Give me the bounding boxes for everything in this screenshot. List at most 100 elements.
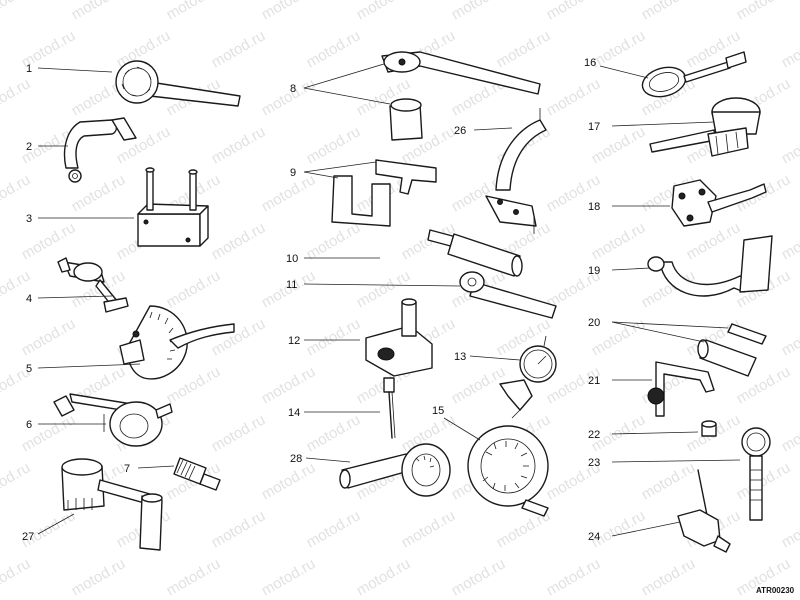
label-10: 10 (286, 253, 298, 265)
watermark-text: motod.ru (209, 411, 269, 455)
label-26: 26 (454, 125, 466, 137)
watermark-text: motod.ru (779, 27, 800, 71)
watermark-text: motod.ru (19, 507, 79, 551)
leader-line (37, 295, 113, 299)
watermark-text: motod.ru (779, 411, 800, 455)
watermark-text: motod.ru (19, 411, 79, 455)
leader-line (137, 465, 175, 469)
label-20: 20 (588, 317, 600, 329)
watermark-text: motod.ru (19, 315, 79, 359)
label-16: 16 (584, 57, 596, 69)
label-11: 11 (286, 279, 297, 291)
watermark-text: motod.ru (164, 267, 224, 311)
label-12: 12 (288, 335, 300, 347)
watermark-text: motod.ru (779, 123, 800, 167)
tool-1-ring-spanner (115, 60, 241, 107)
label-8: 8 (290, 83, 296, 95)
watermark-text: motod.ru (209, 123, 269, 167)
watermark-text: motod.ru (0, 171, 33, 215)
label-2: 2 (26, 141, 32, 153)
tool-24-stand (677, 469, 731, 553)
watermark-text: motod.ru (304, 27, 364, 71)
tool-26-arc-holder (485, 108, 547, 234)
tool-18-bolt-holder (671, 179, 767, 227)
tool-13-dial-gauge (499, 335, 557, 419)
label-23: 23 (588, 457, 600, 469)
tool-4-t-handle (57, 257, 129, 313)
leader-line (303, 161, 377, 173)
watermark-text: motod.ru (544, 75, 604, 119)
watermark-text: motod.ru (304, 219, 364, 263)
watermark-text: motod.ru (449, 0, 509, 23)
label-24: 24 (588, 531, 600, 543)
watermark-text: motod.ru (69, 0, 129, 23)
watermark-text: motod.ru (259, 555, 319, 599)
watermark-text: motod.ru (779, 507, 800, 551)
figure-code: ATR00230 (756, 586, 795, 595)
watermark-text: motod.ru (209, 27, 269, 71)
leader-line (473, 127, 513, 131)
tool-16-loop-tool (641, 51, 747, 98)
watermark-text: motod.ru (354, 0, 414, 23)
watermark-text: motod.ru (164, 0, 224, 23)
watermark-text: motod.ru (259, 75, 319, 119)
watermark-text: motod.ru (304, 411, 364, 455)
leader-line (611, 267, 651, 271)
label-3: 3 (26, 213, 32, 225)
leader-line (611, 321, 729, 329)
leader-line (611, 431, 699, 435)
leader-line (305, 457, 351, 463)
label-7: 7 (124, 463, 130, 475)
watermark-text: motod.ru (304, 123, 364, 167)
label-28: 28 (290, 453, 302, 465)
watermark-text: motod.ru (779, 219, 800, 263)
label-27: 27 (22, 531, 34, 543)
watermark-text: motod.ru (69, 555, 129, 599)
watermark-text: motod.ru (639, 0, 699, 23)
watermark-text: motod.ru (259, 459, 319, 503)
watermark-text: motod.ru (589, 507, 649, 551)
leader-line (599, 65, 649, 79)
watermark-text: motod.ru (0, 0, 33, 23)
leader-line (303, 87, 391, 105)
tool-21-bracket (647, 361, 715, 417)
tool-22-cap (701, 420, 717, 437)
tool-10-pin-drift (427, 229, 523, 277)
watermark-text: motod.ru (544, 0, 604, 23)
leader-line (303, 63, 385, 89)
leader-line (611, 121, 715, 127)
watermark-text: motod.ru (0, 75, 33, 119)
label-15: 15 (432, 405, 444, 417)
watermark-text: motod.ru (354, 555, 414, 599)
tool-28-ring-handle (339, 443, 451, 497)
watermark-text: motod.ru (164, 555, 224, 599)
watermark-text: motod.ru (259, 171, 319, 215)
tool-15-toothed-ring (467, 425, 549, 517)
label-5: 5 (26, 363, 32, 375)
tool-9-setting-plates (331, 159, 437, 227)
label-13: 13 (454, 351, 466, 363)
watermark-text: motod.ru (209, 219, 269, 263)
watermark-text: motod.ru (734, 0, 794, 23)
watermark-text: motod.ru (449, 555, 509, 599)
label-19: 19 (588, 265, 600, 277)
label-6: 6 (26, 419, 32, 431)
leader-line (303, 171, 339, 179)
watermark-text: motod.ru (19, 219, 79, 263)
watermark-text: motod.ru (544, 555, 604, 599)
watermark-text: motod.ru (684, 219, 744, 263)
label-18: 18 (588, 201, 600, 213)
watermark-text: motod.ru (494, 27, 554, 71)
tool-14-rod (383, 377, 396, 439)
watermark-text: motod.ru (304, 507, 364, 551)
leader-line (611, 521, 681, 537)
label-17: 17 (588, 121, 600, 133)
leader-line (303, 283, 461, 287)
tool-20-pins (697, 323, 767, 377)
watermark-text: motod.ru (734, 459, 794, 503)
tool-8-pin-spanner (381, 51, 541, 141)
leader-line (611, 459, 741, 463)
tool-7-knurled-pin (173, 457, 221, 491)
watermark-text: motod.ru (779, 315, 800, 359)
watermark-text: motod.ru (304, 315, 364, 359)
